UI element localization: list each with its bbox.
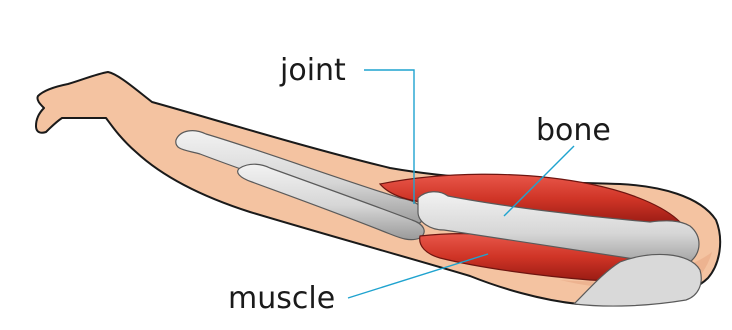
joint-label: joint xyxy=(279,53,346,88)
bone-label: bone xyxy=(536,113,611,148)
muscle-label: muscle xyxy=(228,281,335,316)
